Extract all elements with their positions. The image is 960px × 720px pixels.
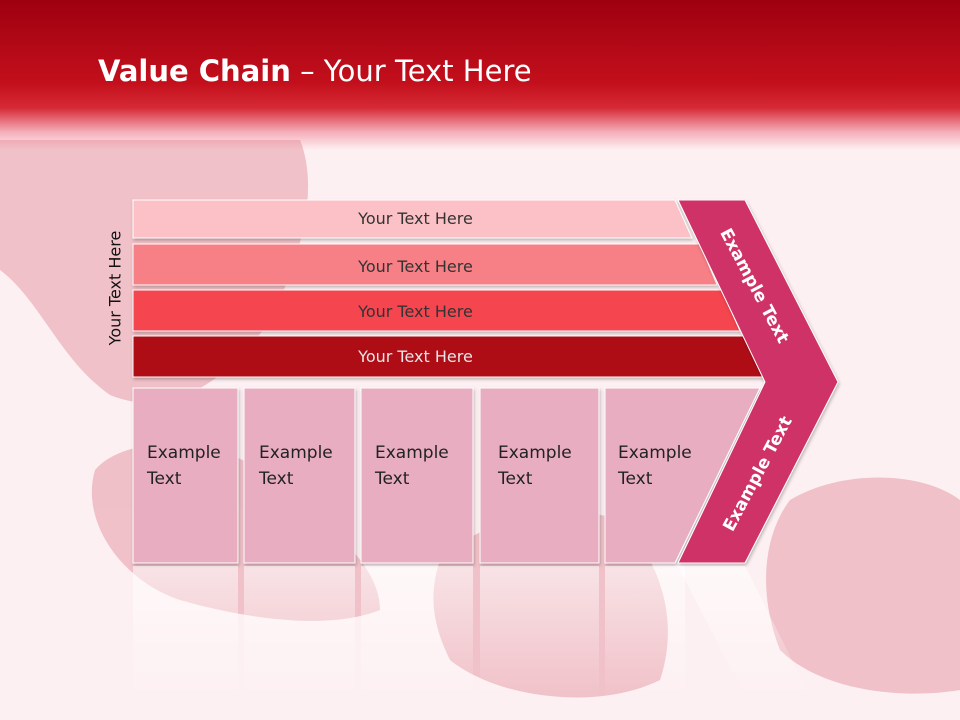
bar-1 [132, 199, 693, 239]
diagram-reflection [133, 566, 810, 696]
value-chevron [677, 199, 839, 564]
bar-3 [132, 289, 741, 332]
slide-title: Value Chain – Your Text Here [98, 54, 532, 88]
header-band [0, 0, 960, 150]
box-4-label: Example Text [498, 443, 572, 489]
box-2-label: Example Text [259, 443, 333, 489]
box-4 [479, 387, 600, 564]
box-1-label: Example Text [147, 443, 221, 489]
side-label: Your Text Here [105, 230, 125, 346]
box-5 [604, 387, 761, 564]
bar-4-label: Your Text Here [358, 347, 473, 366]
box-3-label: Example Text [375, 443, 449, 489]
bar-2 [132, 243, 718, 286]
bar-2-label: Your Text Here [358, 257, 473, 276]
bar-1-label: Your Text Here [358, 209, 473, 228]
box-2 [243, 387, 356, 564]
box-1 [132, 387, 239, 564]
title-rest: – Your Text Here [290, 54, 532, 88]
title-bold: Value Chain [98, 54, 291, 88]
petal-shape [766, 477, 960, 694]
bar-3-label: Your Text Here [358, 302, 473, 321]
box-5-label: Example Text [618, 443, 692, 489]
box-3 [360, 387, 474, 564]
